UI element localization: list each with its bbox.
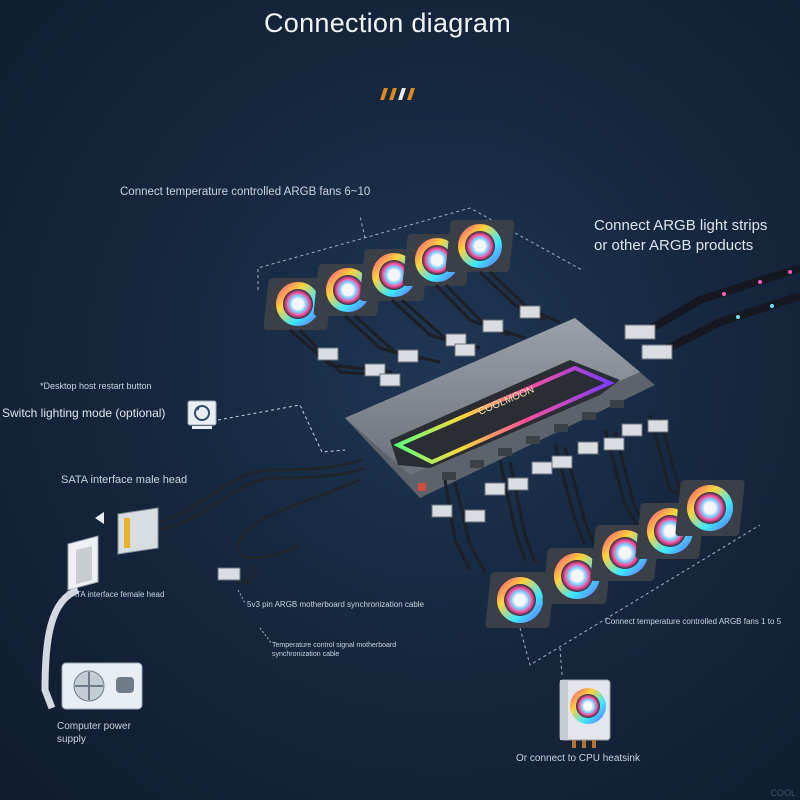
watermark: COOL: [770, 788, 796, 798]
diagram-title: Connection diagram: [263, 8, 512, 38]
fans-6-10-group: [263, 220, 515, 330]
restart-button-label: *Desktop host restart button: [40, 381, 152, 391]
bottom-connectors: [431, 419, 669, 523]
sata-male-head: [117, 507, 159, 555]
fan-icon: [263, 278, 333, 330]
argb-strips-label: Connect ARGB light strips or other ARGB …: [594, 217, 768, 254]
sync-cable-5v3: [236, 478, 361, 585]
top-connectors: [317, 305, 541, 387]
psu-cable: [41, 586, 80, 710]
sync-5v3-connector: [217, 567, 241, 581]
psu-label: Computer power supply: [57, 721, 131, 745]
cpu-heatsink-icon: [559, 679, 611, 748]
fan-icon: [445, 220, 515, 272]
restart-button-icon: [187, 400, 217, 429]
fan-icon: [590, 525, 660, 581]
argb-hub: COOLMOON: [345, 318, 655, 498]
sata-female-label: SATA interface female head: [66, 590, 165, 599]
fan-icon: [485, 572, 555, 628]
fans-6-10-label: Connect temperature controlled ARGB fans…: [120, 186, 371, 198]
sata-female-head: [67, 535, 99, 591]
fans-6-10-bracket: [257, 207, 583, 290]
switch-connector-line: [217, 404, 346, 453]
fans-1-5-group: [485, 480, 745, 628]
power-supply-icon: [61, 662, 143, 710]
fan-icon: [675, 480, 745, 536]
cpu-heatsink-label: Or connect to CPU heatsink: [516, 753, 640, 764]
arrow-icon: [95, 512, 104, 524]
fans-1-5-label: Connect temperature controlled ARGB fans…: [605, 617, 782, 626]
sync-5v3-label: 5v3 pin ARGB motherboard synchronization…: [247, 600, 424, 609]
switch-mode-label: Switch lighting mode (optional): [2, 406, 166, 420]
sata-male-label: SATA interface male head: [61, 474, 188, 486]
argb-light-strips: [624, 264, 800, 360]
sata-cable: [147, 458, 366, 534]
temp-signal-label: Temperature control signal motherboard s…: [272, 642, 397, 658]
fans-1-5-bracket: [519, 524, 761, 676]
